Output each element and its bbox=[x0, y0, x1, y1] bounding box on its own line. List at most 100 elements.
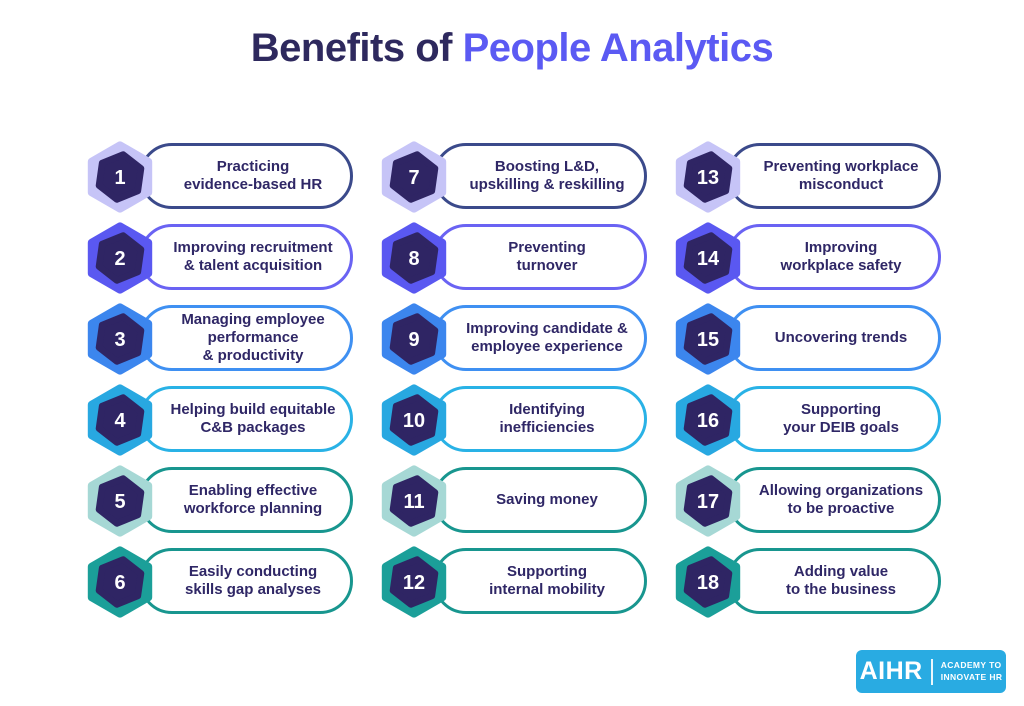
number-hexagon-icon: 10 bbox=[381, 384, 447, 456]
benefit-pill: Uncovering trends bbox=[727, 305, 941, 371]
benefit-item: Improving candidate &employee experience… bbox=[376, 298, 648, 378]
logo-tagline: ACADEMY TO INNOVATE HR bbox=[941, 660, 1003, 682]
svg-text:6: 6 bbox=[114, 572, 125, 594]
benefit-item: Saving money 11 bbox=[376, 460, 648, 540]
svg-text:13: 13 bbox=[697, 167, 719, 189]
benefit-label: Saving money bbox=[496, 490, 598, 508]
number-hexagon-icon: 13 bbox=[675, 141, 741, 213]
svg-text:7: 7 bbox=[408, 167, 419, 189]
svg-text:17: 17 bbox=[697, 491, 719, 513]
number-hexagon-icon: 14 bbox=[675, 222, 741, 294]
number-hexagon-icon: 18 bbox=[675, 546, 741, 618]
logo-divider bbox=[930, 658, 933, 685]
svg-text:16: 16 bbox=[697, 410, 719, 432]
number-hexagon-icon: 3 bbox=[87, 303, 153, 375]
page-title: Benefits of People Analytics bbox=[0, 26, 1024, 71]
benefit-item: Improving recruitment& talent acquisitio… bbox=[82, 217, 354, 297]
svg-text:9: 9 bbox=[408, 329, 419, 351]
title-highlight: People Analytics bbox=[462, 26, 774, 70]
number-hexagon-icon: 7 bbox=[381, 141, 447, 213]
benefit-label: Improving recruitment& talent acquisitio… bbox=[173, 238, 333, 274]
svg-text:8: 8 bbox=[408, 248, 419, 270]
svg-text:15: 15 bbox=[697, 329, 719, 351]
benefit-item: Uncovering trends 15 bbox=[670, 298, 942, 378]
svg-text:4: 4 bbox=[114, 410, 125, 432]
logo-brand-text: AIHR bbox=[859, 657, 923, 685]
benefit-item: Boosting L&D,upskilling & reskilling 7 bbox=[376, 136, 648, 216]
number-hexagon-icon: 11 bbox=[381, 465, 447, 537]
number-hexagon-icon: 5 bbox=[87, 465, 153, 537]
svg-text:1: 1 bbox=[114, 167, 125, 189]
benefit-pill: Improving recruitment& talent acquisitio… bbox=[139, 224, 353, 290]
logo-tagline-line2: INNOVATE HR bbox=[940, 671, 1003, 682]
number-hexagon-icon: 8 bbox=[381, 222, 447, 294]
benefit-label: Uncovering trends bbox=[774, 328, 908, 346]
benefit-label: Improving candidate &employee experience bbox=[466, 319, 628, 355]
title-prefix: Benefits of bbox=[250, 26, 453, 70]
number-hexagon-icon: 6 bbox=[87, 546, 153, 618]
number-hexagon-icon: 4 bbox=[87, 384, 153, 456]
benefit-label: Boosting L&D,upskilling & reskilling bbox=[469, 157, 625, 193]
benefit-pill: Improving candidate &employee experience bbox=[433, 305, 647, 371]
benefit-pill: Saving money bbox=[433, 467, 647, 533]
svg-text:5: 5 bbox=[114, 491, 125, 513]
benefit-pill: Boosting L&D,upskilling & reskilling bbox=[433, 143, 647, 209]
svg-text:3: 3 bbox=[114, 329, 125, 351]
number-hexagon-icon: 9 bbox=[381, 303, 447, 375]
svg-text:11: 11 bbox=[403, 491, 424, 513]
aihr-logo: AIHR ACADEMY TO INNOVATE HR bbox=[856, 650, 1006, 693]
svg-text:2: 2 bbox=[114, 248, 125, 270]
svg-text:14: 14 bbox=[697, 248, 719, 270]
number-hexagon-icon: 15 bbox=[675, 303, 741, 375]
number-hexagon-icon: 12 bbox=[381, 546, 447, 618]
svg-text:18: 18 bbox=[697, 572, 719, 594]
logo-tagline-line1: ACADEMY TO bbox=[940, 660, 1002, 671]
svg-text:10: 10 bbox=[403, 410, 425, 432]
number-hexagon-icon: 2 bbox=[87, 222, 153, 294]
number-hexagon-icon: 1 bbox=[87, 141, 153, 213]
svg-text:12: 12 bbox=[403, 572, 425, 594]
number-hexagon-icon: 17 bbox=[675, 465, 741, 537]
number-hexagon-icon: 16 bbox=[675, 384, 741, 456]
